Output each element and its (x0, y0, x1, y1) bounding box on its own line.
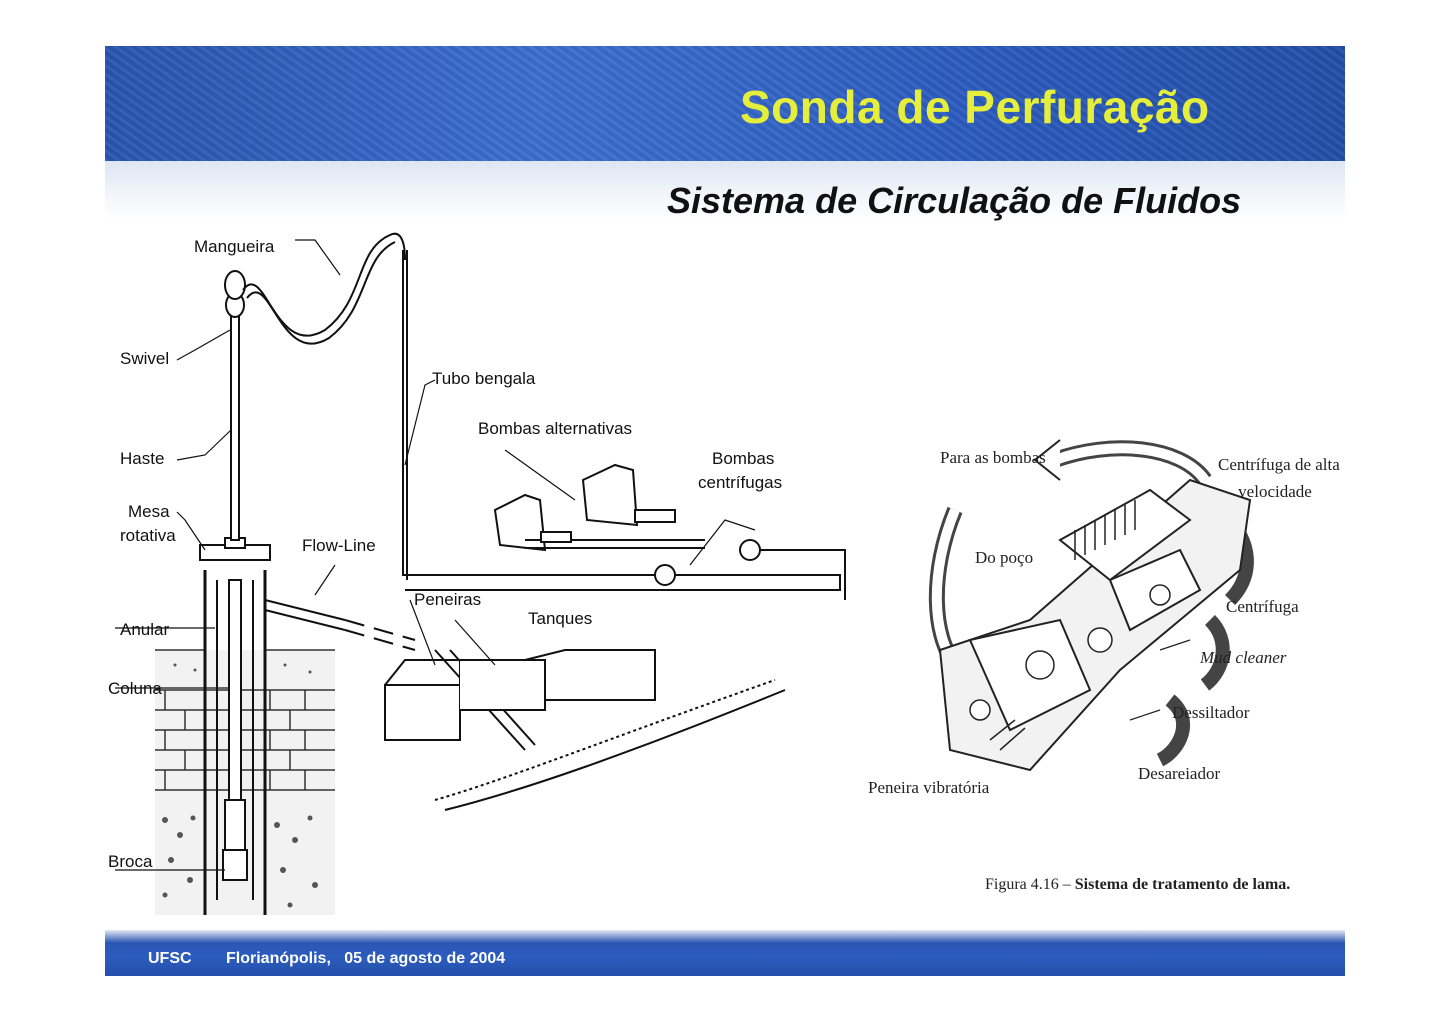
header-fade (105, 161, 1345, 221)
footer-place-date: Florianópolis, 05 de agosto de 2004 (226, 950, 506, 967)
footer-bar (105, 930, 1345, 976)
label-bombas-centrifugas-1: Bombas (712, 449, 775, 468)
slide-subtitle: Sistema de Circulação de Fluidos (667, 180, 1242, 221)
header-bar (105, 46, 1345, 161)
label-do-poco: Do poço (975, 548, 1034, 567)
drilling-rig-diagram (115, 232, 846, 915)
caption-text: Sistema de tratamento de lama. (1074, 876, 1291, 893)
label-flow-line: Flow-Line (302, 536, 376, 555)
label-centrifuga-alta-2: velocidade (1238, 482, 1312, 501)
label-desareiador: Desareiador (1138, 764, 1221, 783)
label-haste: Haste (120, 449, 165, 468)
label-para-as-bombas: Para as bombas (940, 448, 1046, 467)
label-mangueira: Mangueira (194, 237, 275, 256)
label-swivel: Swivel (120, 349, 170, 368)
footer-institution: UFSC (148, 950, 192, 967)
label-centrifuga: Centrífuga (1226, 597, 1299, 616)
label-dessiltador: Dessiltador (1172, 703, 1250, 722)
label-centrifuga-alta-1: Centrífuga de alta (1218, 455, 1340, 474)
label-mud-cleaner: Mud cleaner (1200, 648, 1287, 667)
label-coluna: Coluna (108, 679, 162, 698)
slide-title: Sonda de Perfuração (740, 81, 1210, 133)
label-mesa-1: Mesa (128, 502, 170, 521)
label-tanques: Tanques (528, 609, 593, 628)
label-peneira-vibratoria: Peneira vibratória (868, 778, 990, 797)
mud-treatment-diagram (928, 439, 1254, 772)
caption-prefix: Figura 4.16 – (985, 876, 1075, 893)
label-peneiras: Peneiras (414, 590, 482, 609)
label-anular: Anular (120, 620, 170, 639)
label-mesa-2: rotativa (120, 526, 176, 545)
label-bombas-alternativas: Bombas alternativas (478, 419, 633, 438)
label-tubo-bengala: Tubo bengala (432, 369, 536, 388)
figure-caption: Figura 4.16 – Sistema de tratamento de l… (985, 876, 1290, 894)
label-broca: Broca (108, 852, 153, 871)
label-bombas-centrifugas-2: centrífugas (698, 473, 783, 492)
